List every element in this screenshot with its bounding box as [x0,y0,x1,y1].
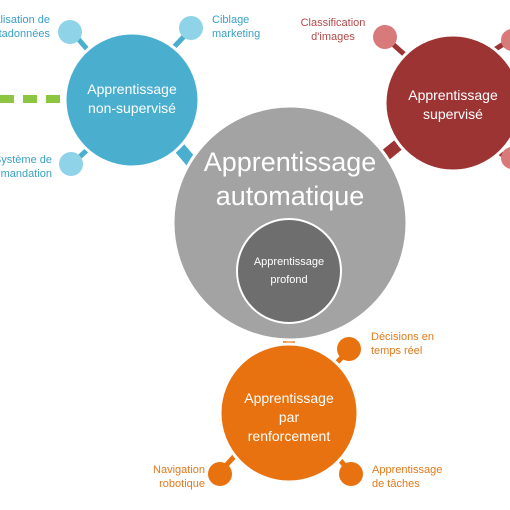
center-title-line2: automatique [215,180,365,211]
reinf-leaf-dot-topright [337,337,361,361]
reinf-title: Apprentissage par renforcement [229,389,349,446]
center-title: Apprentissage automatique [175,146,405,214]
reinf-leaf-bottomleft-label: Navigation robotique [153,464,205,491]
reinf-leaf-bottomright-label: Apprentissage de tâches [372,464,443,491]
center-title-line1: Apprentissage [203,147,377,177]
sup-title-line1: Apprentissage [408,87,498,103]
sup-leaf-dot-topright [501,29,510,51]
inner-circle [236,218,342,324]
reinf-title-line1: Apprentissage [244,390,334,406]
unsup-title: Apprentissage non-supervisé [72,80,192,118]
sup-circle [383,33,510,173]
unsup-leaf-topright-label: Ciblage marketing [212,14,261,41]
unsup-leaf-dot-bottomleft [59,152,83,176]
inner-title-line2: profond [270,273,308,286]
sup-title-line2: supervisé [423,105,483,122]
reinf-title-line3: renforcement [247,427,331,444]
reinf-circle [218,342,360,484]
reinf-leaf-dot-bottomleft [208,462,232,486]
unsup-leaf-topleft-label: Visualisation de métadonnées [0,14,50,41]
sup-leaf-topleft-label: Classification d'images [300,17,366,44]
unsup-title-line2: non-supervisé [88,99,176,116]
sup-title: Apprentissage supervisé [393,86,510,124]
unsup-leaf-dot-topleft [58,20,82,44]
reinf-title-line2: par [278,408,300,425]
sup-leaf-dot-bottomright [501,147,510,169]
unsup-leaf-dot-topright [179,16,203,40]
inner-title-line1: Apprentissage [253,256,325,268]
inner-title: Apprentissage profond [239,254,339,289]
sup-leaf-dot-topleft [373,25,397,49]
unsup-title-line1: Apprentissage [87,81,177,97]
unsup-leaf-bottomleft-label: Système de recommandation [0,154,52,181]
reinf-leaf-topright-label: Décisions en temps réel [371,331,434,358]
unsup-circle [63,31,201,169]
reinf-leaf-dot-bottomright [339,462,363,486]
